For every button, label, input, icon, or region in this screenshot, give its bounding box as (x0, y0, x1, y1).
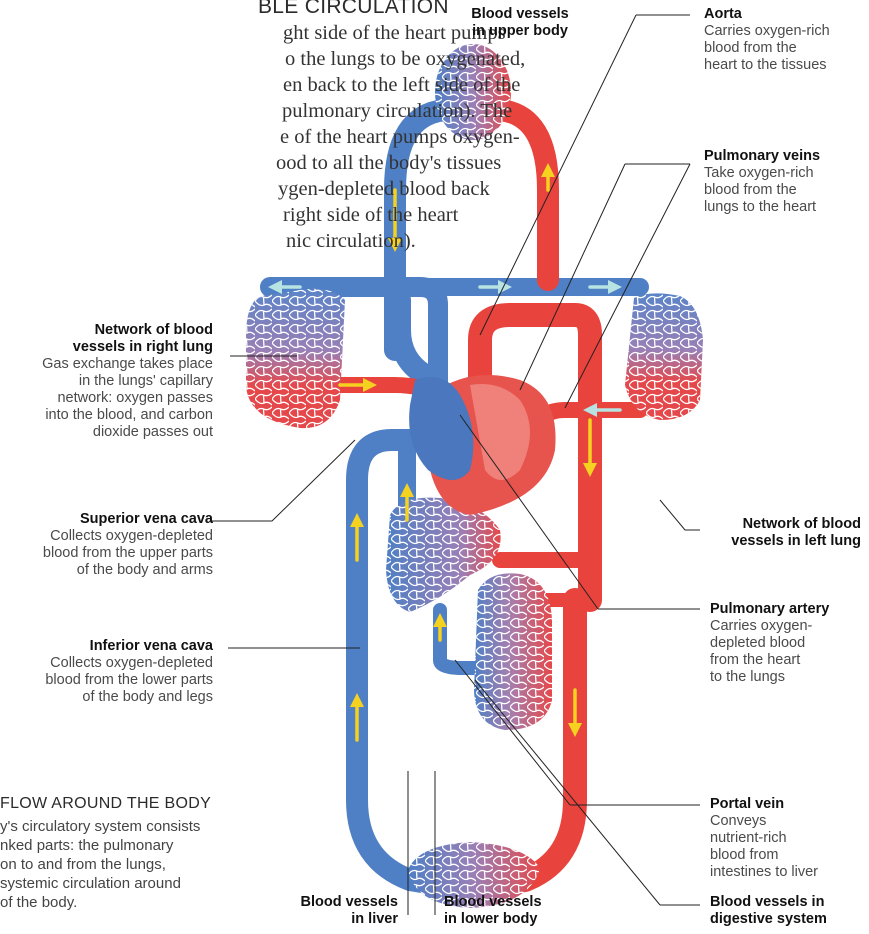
label-title: in liver (260, 911, 398, 928)
label-desc: blood from the (704, 40, 830, 57)
label-desc: from the heart (710, 652, 829, 669)
intro-heading: BLE CIRCULATION (258, 0, 449, 19)
label-title: Blood vessels (444, 894, 542, 911)
label-desc: network: oxygen passes (0, 390, 213, 407)
label-title: Aorta (704, 6, 830, 23)
label-lower-body: Blood vessels in lower body (444, 894, 542, 928)
flow-line: y's circulatory system consists (0, 818, 200, 837)
label-title: Superior vena cava (0, 511, 213, 528)
label-desc: nutrient-rich (710, 830, 818, 847)
label-desc: Carries oxygen- (710, 618, 829, 635)
label-title: vessels in left lung (669, 533, 861, 550)
label-desc: blood from the upper parts (0, 545, 213, 562)
left-lung-capillaries (625, 293, 703, 420)
label-pulmonary-veins: Pulmonary veins Take oxygen-rich blood f… (704, 148, 820, 216)
label-liver: Blood vessels in liver (260, 894, 398, 928)
label-desc: Carries oxygen-rich (704, 23, 830, 40)
intro-line: ood to all the body's tissues (276, 150, 501, 176)
label-inferior-vena-cava: Inferior vena cava Collects oxygen-deple… (0, 638, 213, 706)
label-desc: Conveys (710, 813, 818, 830)
label-title: digestive system (710, 911, 827, 928)
intro-line: o the lungs to be oxygenated, (285, 46, 525, 72)
label-portal-vein: Portal vein Conveys nutrient-rich blood … (710, 796, 818, 881)
label-title: Network of blood (0, 322, 213, 339)
intro-line: ygen-depleted blood back (278, 176, 490, 202)
label-aorta: Aorta Carries oxygen-rich blood from the… (704, 6, 830, 74)
flow-line: on to and from the lungs, (0, 856, 166, 875)
flow-line: of the body. (0, 894, 77, 913)
flow-line: nked parts: the pulmonary (0, 837, 173, 856)
label-desc: Gas exchange takes place (0, 356, 213, 373)
label-desc: to the lungs (710, 669, 829, 686)
label-superior-vena-cava: Superior vena cava Collects oxygen-deple… (0, 511, 213, 579)
label-upper-body: Blood vessels in upper body (440, 6, 600, 40)
label-desc: dioxide passes out (0, 424, 213, 441)
label-title: Blood vessels (260, 894, 398, 911)
label-pulmonary-artery: Pulmonary artery Carries oxygen- deplete… (710, 601, 829, 686)
label-desc: Collects oxygen-depleted (0, 655, 213, 672)
intro-line: en back to the left side of the (283, 72, 520, 98)
digestive-capillaries (474, 573, 552, 730)
flow-heading: FLOW AROUND THE BODY (0, 795, 211, 813)
label-title: Pulmonary artery (710, 601, 829, 618)
label-desc: blood from (710, 847, 818, 864)
label-digestive-system: Blood vessels in digestive system (710, 894, 827, 928)
label-desc: Take oxygen-rich (704, 165, 820, 182)
intro-line: nic circulation). (286, 228, 416, 254)
label-desc: Collects oxygen-depleted (0, 528, 213, 545)
label-title: Portal vein (710, 796, 818, 813)
label-desc: heart to the tissues (704, 57, 830, 74)
label-desc: depleted blood (710, 635, 829, 652)
right-lung-capillaries (246, 289, 345, 428)
label-desc: blood from the lower parts (0, 672, 213, 689)
label-title: Blood vessels (440, 6, 600, 23)
label-title: in lower body (444, 911, 542, 928)
label-desc: into the blood, and carbon (0, 407, 213, 424)
label-title: in upper body (440, 23, 600, 40)
label-desc: of the body and arms (0, 562, 213, 579)
intro-line: pulmonary circulation). The (282, 98, 512, 124)
label-right-lung: Network of blood vessels in right lung G… (0, 322, 213, 441)
label-title: vessels in right lung (0, 339, 213, 356)
label-desc: of the body and legs (0, 689, 213, 706)
intro-line: right side of the heart (283, 202, 458, 228)
label-desc: in the lungs' capillary (0, 373, 213, 390)
label-desc: intestines to liver (710, 864, 818, 881)
label-title: Pulmonary veins (704, 148, 820, 165)
intro-line: e of the heart pumps oxygen- (280, 124, 520, 150)
label-desc: lungs to the heart (704, 199, 820, 216)
label-title: Blood vessels in (710, 894, 827, 911)
label-desc: blood from the (704, 182, 820, 199)
heart (409, 375, 555, 515)
label-title: Inferior vena cava (0, 638, 213, 655)
label-title: Network of blood (669, 516, 861, 533)
flow-line: systemic circulation around (0, 875, 181, 894)
label-left-lung: Network of blood vessels in left lung (669, 516, 861, 550)
